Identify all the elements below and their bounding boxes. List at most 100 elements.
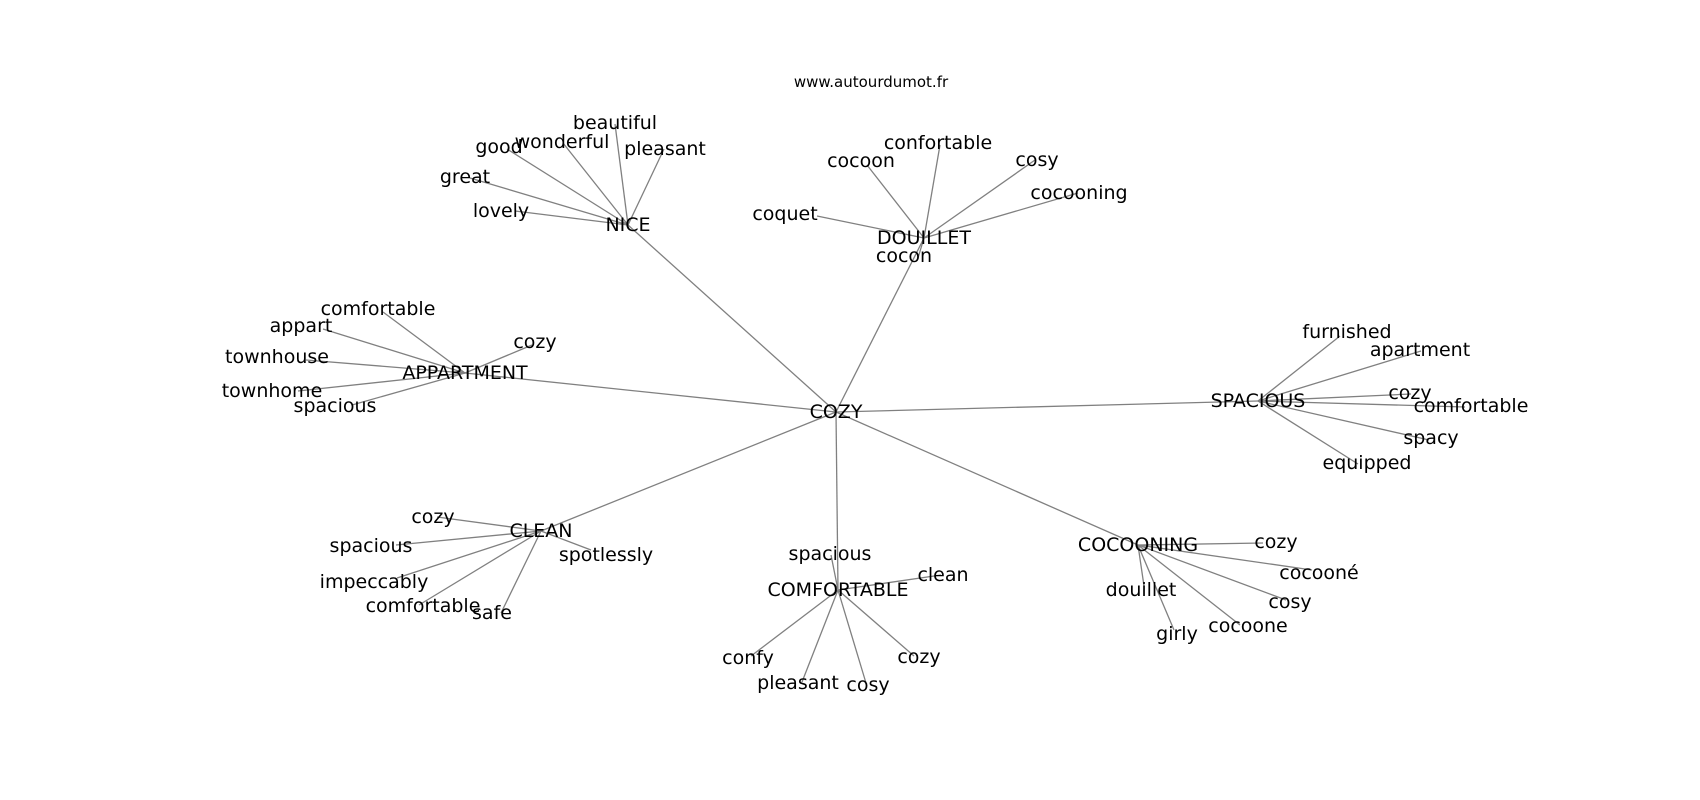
- edge-nice-2: [506, 148, 629, 226]
- word-node-appartment-2: cozy: [513, 331, 556, 353]
- word-node-douillet-4: coquet: [752, 203, 817, 225]
- edge-douillet-2: [923, 159, 1036, 239]
- word-node-nice-5: lovely: [473, 200, 529, 222]
- word-node-spacious-3: comfortable: [1414, 395, 1529, 417]
- word-node-nice-4: great: [440, 166, 490, 188]
- word-node-appartment-3: townhouse: [225, 346, 329, 368]
- word-node-douillet-3: cocooning: [1030, 182, 1127, 204]
- word-node-nice-3: pleasant: [624, 138, 706, 160]
- edge-appartment-4: [297, 372, 466, 392]
- group-node-comfortable: COMFORTABLE: [767, 579, 908, 601]
- word-node-spacious-2: cozy: [1388, 382, 1431, 404]
- edge-center-comfortable: [835, 411, 839, 591]
- edge-center-cocooning: [835, 411, 1139, 546]
- edge-comfortable-4: [801, 589, 839, 683]
- edge-spacious-3: [1257, 400, 1466, 408]
- word-node-nice-2: good: [475, 136, 522, 158]
- edge-comfortable-2: [750, 589, 839, 657]
- edge-clean-4: [418, 530, 542, 606]
- word-node-cocooning-3: cosy: [1268, 591, 1311, 613]
- word-node-cocooning-1: cocooné: [1279, 562, 1359, 584]
- center-node-label: COZY: [810, 401, 863, 423]
- word-node-douillet-5: cocon: [876, 245, 932, 267]
- word-node-spacious-1: apartment: [1370, 339, 1470, 361]
- word-node-douillet-0: confortable: [884, 132, 992, 154]
- word-node-spacious-5: equipped: [1323, 452, 1412, 474]
- word-node-cocooning-5: girly: [1156, 623, 1198, 645]
- word-node-nice-0: beautiful: [573, 112, 657, 134]
- word-node-clean-1: spacious: [330, 535, 413, 557]
- edge-cocooning-3: [1137, 544, 1287, 601]
- word-node-appartment-1: appart: [270, 315, 333, 337]
- edge-cocooning-5: [1137, 544, 1175, 631]
- edge-nice-4: [469, 177, 629, 226]
- word-node-spacious-4: spacy: [1403, 427, 1458, 449]
- word-node-comfortable-0: spacious: [789, 543, 872, 565]
- word-node-comfortable-5: cosy: [846, 674, 889, 696]
- edge-center-spacious: [835, 400, 1259, 413]
- group-node-spacious: SPACIOUS: [1211, 390, 1306, 412]
- edge-center-douillet: [835, 237, 925, 413]
- edge-clean-1: [395, 530, 542, 546]
- edge-appartment-1: [322, 328, 466, 374]
- group-node-cocooning: COCOONING: [1078, 534, 1198, 556]
- word-node-spacious-0: furnished: [1302, 321, 1391, 343]
- edge-clean-3: [396, 530, 542, 579]
- word-node-appartment-0: comfortable: [321, 298, 436, 320]
- group-node-nice: NICE: [605, 214, 650, 236]
- edge-douillet-4: [816, 215, 925, 239]
- edge-nice-0: [614, 123, 629, 226]
- edge-appartment-0: [382, 311, 466, 374]
- edge-spacious-1: [1257, 350, 1422, 402]
- word-node-clean-2: spotlessly: [559, 544, 653, 566]
- word-node-clean-5: safe: [472, 602, 512, 624]
- edge-appartment-5: [351, 372, 466, 406]
- edge-clean-2: [540, 530, 592, 551]
- word-node-cocooning-4: cocoone: [1208, 615, 1288, 637]
- word-node-cocooning-0: cozy: [1254, 531, 1297, 553]
- word-node-nice-1: wonderful: [515, 131, 610, 153]
- word-node-comfortable-3: cozy: [897, 646, 940, 668]
- edge-appartment-3: [305, 359, 466, 374]
- word-node-appartment-5: spacious: [294, 395, 377, 417]
- edge-center-appartment: [464, 372, 837, 413]
- edge-comfortable-5: [837, 589, 867, 684]
- word-node-comfortable-4: pleasant: [757, 672, 839, 694]
- edge-cocooning-4: [1137, 544, 1241, 626]
- edge-comfortable-1: [837, 574, 942, 591]
- word-node-comfortable-2: confy: [722, 647, 774, 669]
- word-node-douillet-2: cosy: [1015, 149, 1058, 171]
- edge-cocooning-2: [1137, 544, 1145, 587]
- group-node-douillet: DOUILLET: [877, 227, 971, 249]
- group-node-clean: CLEAN: [509, 520, 572, 542]
- edge-spacious-0: [1257, 335, 1341, 402]
- edge-clean-5: [500, 530, 542, 614]
- group-node-appartment: APPARTMENT: [402, 362, 528, 384]
- word-node-clean-0: cozy: [411, 506, 454, 528]
- word-node-douillet-1: cocoon: [827, 150, 895, 172]
- word-node-appartment-4: townhome: [222, 380, 323, 402]
- edge-douillet-5: [917, 237, 925, 259]
- edge-appartment-2: [464, 344, 533, 374]
- edge-spacious-5: [1257, 400, 1359, 465]
- edge-center-clean: [540, 411, 837, 532]
- edge-douillet-0: [923, 144, 941, 239]
- edge-center-nice: [627, 224, 837, 413]
- source-watermark: www.autourdumot.fr: [793, 73, 949, 91]
- edge-spacious-4: [1257, 400, 1430, 441]
- edge-comfortable-0: [830, 554, 839, 591]
- graph-edges: [297, 123, 1466, 684]
- word-node-comfortable-1: clean: [917, 564, 968, 586]
- edge-spacious-2: [1257, 393, 1412, 402]
- edge-nice-1: [562, 142, 629, 226]
- edge-cocooning-1: [1137, 544, 1313, 571]
- edge-clean-0: [436, 516, 542, 532]
- word-node-cocooning-2: douillet: [1106, 579, 1177, 601]
- edge-nice-5: [514, 210, 629, 226]
- edge-nice-3: [627, 148, 665, 226]
- edge-douillet-1: [866, 164, 925, 239]
- edge-comfortable-3: [837, 589, 915, 657]
- edge-cocooning-0: [1137, 542, 1264, 546]
